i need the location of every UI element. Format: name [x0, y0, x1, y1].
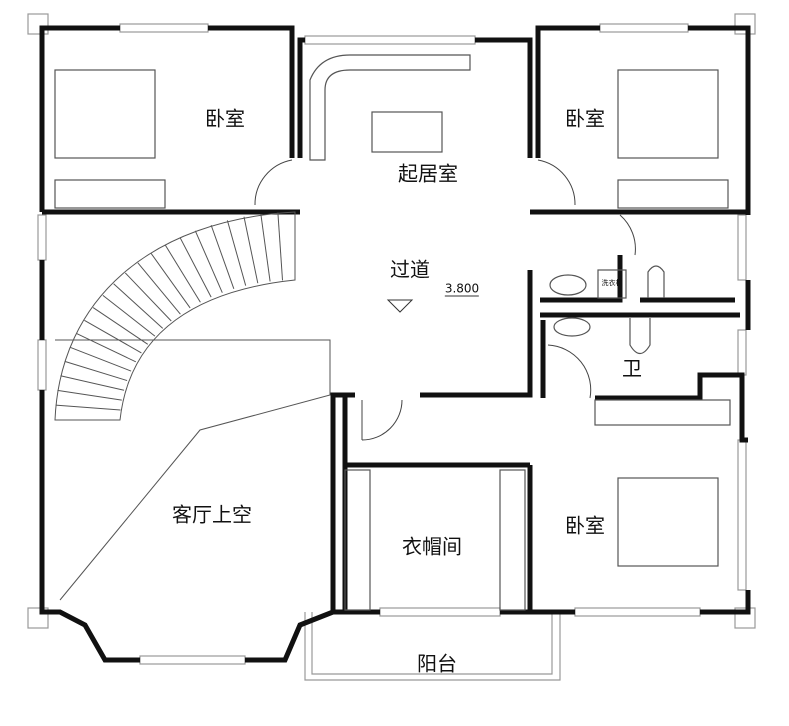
doors [254, 159, 636, 441]
stair-tread [64, 360, 128, 382]
stair-tread [76, 333, 137, 363]
stair-tread [102, 294, 156, 337]
stair-tread [210, 224, 235, 289]
windows [27, 13, 756, 681]
furniture [54, 54, 731, 611]
room-label-bedroom-ne: 卧室 [565, 106, 605, 131]
elevation-mark: 3.800 [444, 281, 480, 297]
stair [54, 211, 331, 601]
washing-machine-label: 洗衣机 [601, 279, 623, 287]
stair-tread [60, 375, 125, 391]
room-label-balcony: 阳台 [417, 651, 457, 676]
stair-tread [113, 283, 164, 329]
stair-tread [92, 307, 149, 345]
room-label-bedroom-se: 卧室 [565, 513, 605, 538]
room-label-cloakroom: 衣帽间 [402, 534, 462, 559]
stair-tread [150, 253, 191, 309]
stair-tread [69, 346, 132, 372]
stair-tread [194, 230, 223, 293]
stair-tread [179, 237, 212, 298]
room-label-living: 起居室 [398, 161, 458, 186]
stair-tread [243, 216, 259, 284]
stair-tread [260, 214, 271, 282]
stair-tread [277, 212, 284, 281]
room-label-void: 客厅上空 [172, 502, 252, 527]
room-label-corridor: 过道 [390, 257, 430, 282]
room-label-bedroom-nw: 卧室 [205, 106, 245, 131]
stair-tread [226, 220, 247, 286]
stair-tread [55, 404, 121, 411]
stair-tread [124, 272, 172, 322]
stair-tread [84, 319, 142, 354]
stair-tread [137, 262, 181, 315]
room-label-bathroom: 卫 [622, 356, 642, 381]
stair-tread [57, 389, 122, 401]
stair-tread [164, 244, 201, 303]
